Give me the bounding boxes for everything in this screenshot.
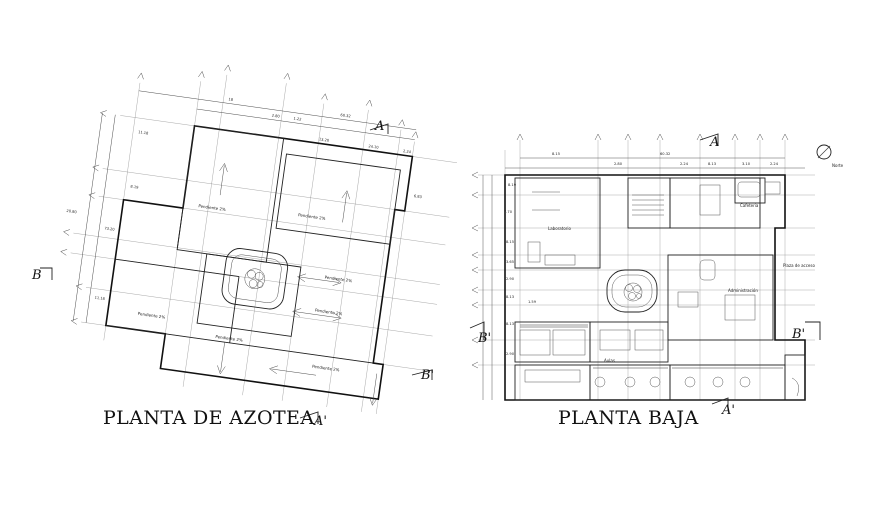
svg-text:Pendiente 2%: Pendiente 2% — [198, 203, 226, 212]
svg-text:A': A' — [721, 403, 735, 418]
svg-text:2.90: 2.90 — [506, 352, 515, 356]
svg-text:13.20: 13.20 — [319, 137, 330, 142]
ground-blocks — [514, 177, 806, 401]
ground-section-markers: A B' B' A' — [469, 133, 821, 418]
svg-text:A': A' — [313, 414, 327, 429]
svg-text:7.70: 7.70 — [504, 210, 513, 214]
ground-furniture — [519, 181, 799, 397]
svg-text:Pendiente 2%: Pendiente 2% — [324, 274, 352, 283]
ground-dimensions-top: 8.15 2.80 60.32 2.24 8.13 3.10 2.24 — [552, 152, 779, 166]
ground-grid-lines — [478, 140, 815, 400]
svg-text:18: 18 — [228, 97, 234, 102]
roof-plan: Pendiente 2% Pendiente 2% Pendiente 2% P… — [31, 64, 457, 429]
svg-text:3.10: 3.10 — [742, 162, 751, 166]
svg-text:1.59: 1.59 — [528, 300, 537, 304]
roof-section-markers: B A B' A' — [31, 119, 434, 429]
ground-courtyard — [606, 269, 658, 313]
ground-hatch — [520, 324, 783, 369]
ground-dimension-lines — [482, 157, 805, 400]
svg-text:Pendiente 2%: Pendiente 2% — [298, 212, 326, 221]
svg-text:60.32: 60.32 — [340, 113, 351, 118]
svg-text:B': B' — [477, 331, 491, 346]
slope-arrows — [217, 162, 378, 406]
svg-text:60.32: 60.32 — [660, 152, 670, 156]
roof-dimension-lines — [72, 90, 417, 323]
svg-text:Pendiente 2%: Pendiente 2% — [312, 364, 340, 373]
tree-symbol-icon — [623, 282, 643, 302]
svg-text:Laboratorio: Laboratorio — [548, 226, 572, 231]
svg-text:A: A — [374, 119, 384, 134]
roof-dimensions-left: 11.18 8.19 20.80 73.20 11.18 6.83 — [66, 130, 422, 301]
svg-text:20.80: 20.80 — [66, 209, 77, 214]
svg-text:Aulas: Aulas — [604, 358, 615, 363]
svg-text:B': B' — [420, 368, 434, 383]
svg-text:Plaza de acceso: Plaza de acceso — [783, 263, 815, 268]
svg-text:24.10: 24.10 — [368, 144, 379, 149]
roof-plan-title: PLANTA DE AZOTEA — [103, 407, 314, 429]
roof-axis-markers — [60, 64, 419, 325]
svg-text:Pendiente 2%: Pendiente 2% — [215, 334, 243, 343]
svg-text:11.18: 11.18 — [138, 130, 149, 135]
svg-text:B': B' — [791, 327, 805, 342]
svg-text:8.15: 8.15 — [506, 240, 514, 244]
svg-text:8.13: 8.13 — [708, 162, 716, 166]
svg-text:2.80: 2.80 — [271, 114, 280, 119]
svg-text:8.13: 8.13 — [506, 295, 514, 299]
north-label: Norte — [832, 163, 844, 168]
svg-text:8.13: 8.13 — [506, 322, 514, 326]
svg-text:8.19: 8.19 — [130, 185, 139, 190]
svg-text:2.80: 2.80 — [614, 162, 623, 166]
ground-dimensions-left: 8.19 7.70 8.15 3.65 2.90 8.13 8.13 2.90 … — [504, 183, 537, 356]
tree-symbol-icon — [244, 268, 266, 289]
svg-text:11.18: 11.18 — [94, 296, 105, 301]
svg-text:Pendiente 2%: Pendiente 2% — [315, 307, 343, 316]
svg-text:Pendiente 2%: Pendiente 2% — [138, 311, 166, 320]
svg-text:3.65: 3.65 — [506, 260, 514, 264]
roof-courtyard — [221, 248, 289, 310]
ground-room-labels: Cafeteria Administración Plaza de acceso… — [548, 203, 815, 363]
svg-text:Administración: Administración — [728, 288, 758, 293]
svg-text:A: A — [709, 135, 719, 150]
svg-text:2.90: 2.90 — [506, 277, 515, 281]
roof-outline — [104, 124, 414, 401]
roof-dimensions-top: 18 2.80 1.22 60.32 13.20 24.10 2.24 — [228, 97, 412, 154]
roof-grid-lines — [70, 74, 457, 414]
svg-text:1.22: 1.22 — [293, 117, 301, 122]
svg-text:B: B — [31, 268, 42, 283]
svg-text:6.83: 6.83 — [414, 194, 422, 199]
svg-text:2.24: 2.24 — [403, 149, 412, 154]
ground-plan-title: PLANTA BAJA — [558, 407, 699, 429]
svg-text:2.24: 2.24 — [680, 162, 689, 166]
roof-panels — [105, 125, 401, 364]
north-arrow-icon — [816, 144, 832, 160]
svg-text:73.20: 73.20 — [104, 226, 115, 231]
ground-axis-markers — [471, 133, 789, 369]
svg-text:Cafeteria: Cafeteria — [740, 203, 759, 208]
svg-text:2.24: 2.24 — [770, 162, 779, 166]
svg-text:8.15: 8.15 — [552, 152, 560, 156]
ground-plan: Cafeteria Administración Plaza de acceso… — [469, 133, 844, 429]
svg-text:8.19: 8.19 — [508, 183, 517, 187]
slope-labels: Pendiente 2% Pendiente 2% Pendiente 2% P… — [138, 203, 353, 373]
